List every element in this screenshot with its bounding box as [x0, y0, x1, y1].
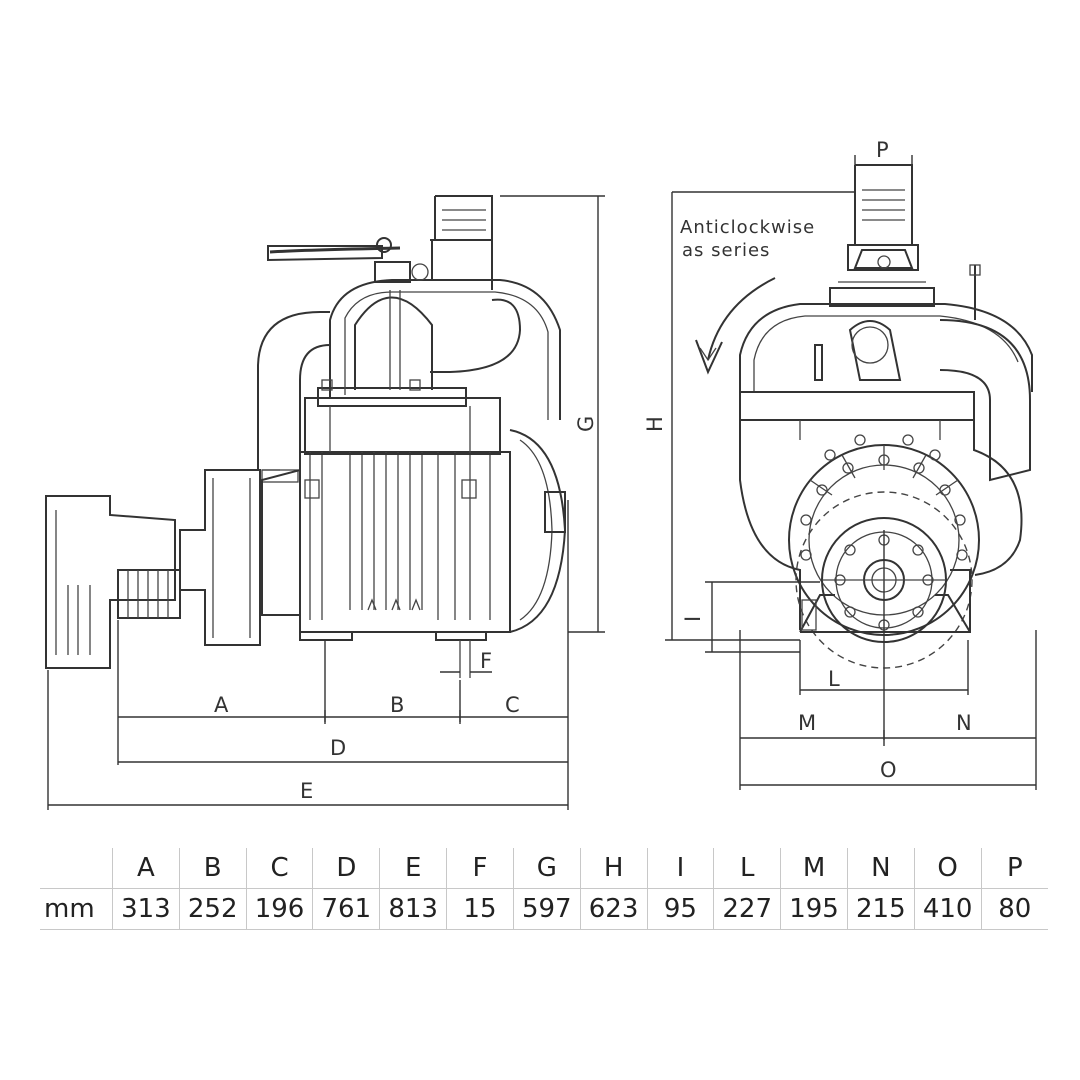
dimension-table-values-row: mm 313 252 196 761 813 15 597 623 95 227… — [40, 888, 1048, 930]
value-A: 313 — [112, 888, 180, 930]
dimension-table: A B C D E F G H I L M N O P mm 313 252 1… — [40, 848, 1048, 930]
value-O: 410 — [913, 888, 982, 930]
value-D: 761 — [312, 888, 380, 930]
table-unit-spacer — [40, 848, 113, 889]
label-O: O — [880, 758, 897, 782]
technical-drawing: A B C D E F G H I L M N O P Anticlockwis… — [45, 138, 1037, 810]
header-B: B — [178, 848, 247, 889]
rotation-note-line1: Anticlockwise — [680, 217, 815, 238]
header-H: H — [579, 848, 647, 889]
label-I: I — [681, 616, 705, 622]
header-M: M — [780, 848, 848, 889]
value-P: 80 — [980, 888, 1048, 930]
header-P: P — [980, 848, 1048, 889]
header-C: C — [245, 848, 313, 889]
label-G: G — [574, 416, 598, 432]
label-A: A — [214, 693, 229, 717]
header-A: A — [112, 848, 180, 889]
header-D: D — [312, 848, 380, 889]
label-P: P — [876, 138, 889, 162]
label-H: H — [643, 416, 667, 432]
label-E: E — [300, 779, 313, 803]
header-G: G — [512, 848, 581, 889]
header-L: L — [713, 848, 781, 889]
label-L: L — [828, 667, 840, 691]
label-N: N — [956, 711, 972, 735]
header-N: N — [846, 848, 915, 889]
value-M: 195 — [780, 888, 848, 930]
side-view — [45, 195, 567, 678]
label-F: F — [480, 649, 492, 673]
value-C: 196 — [245, 888, 313, 930]
unit-label: mm — [40, 888, 113, 930]
header-F: F — [446, 848, 514, 889]
label-B: B — [390, 693, 404, 717]
header-E: E — [379, 848, 447, 889]
header-I: I — [646, 848, 714, 889]
value-B: 252 — [178, 888, 247, 930]
rotation-note-line2: as series — [682, 240, 770, 261]
rotation-arrow — [695, 277, 776, 375]
label-D: D — [330, 736, 346, 760]
label-C: C — [505, 693, 520, 717]
header-O: O — [913, 848, 982, 889]
value-E: 813 — [379, 888, 447, 930]
value-L: 227 — [713, 888, 781, 930]
label-M: M — [798, 711, 816, 735]
value-G: 597 — [512, 888, 581, 930]
front-view-dimensions — [665, 155, 1037, 790]
value-N: 215 — [846, 888, 915, 930]
value-I: 95 — [646, 888, 714, 930]
side-view-dimensions — [47, 195, 605, 810]
front-view — [739, 164, 1033, 740]
dimension-table-header-row: A B C D E F G H I L M N O P — [40, 848, 1048, 889]
value-F: 15 — [446, 888, 514, 930]
value-H: 623 — [579, 888, 647, 930]
